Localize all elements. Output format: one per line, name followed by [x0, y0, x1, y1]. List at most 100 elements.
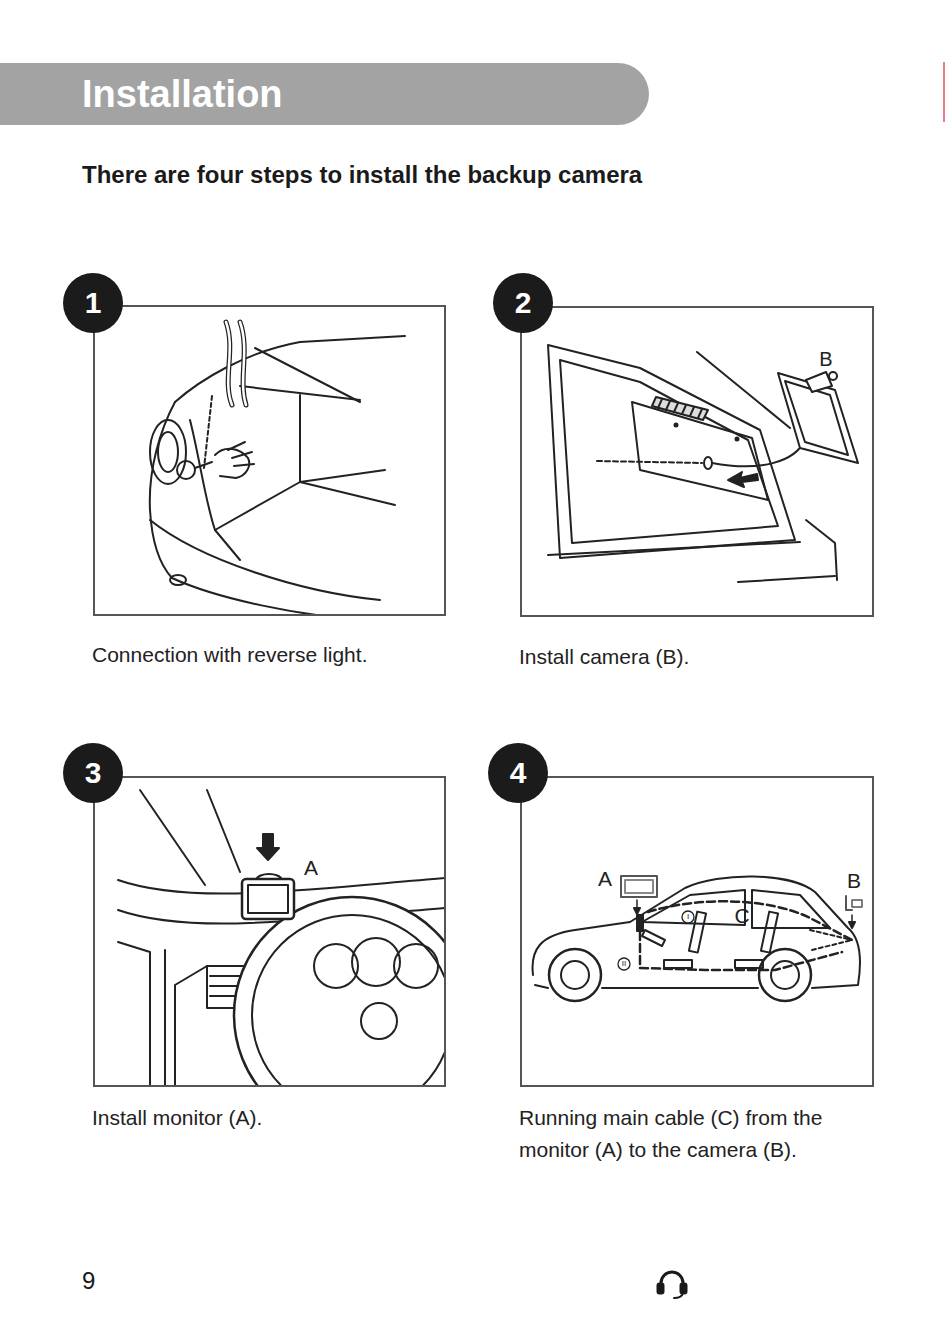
- plate-light-grille: [658, 399, 702, 418]
- bumper-lower: [172, 578, 360, 615]
- step-number: 3: [63, 743, 123, 803]
- trunk-floor-edge: [300, 482, 395, 505]
- step-number-text: 2: [515, 288, 532, 318]
- step-caption: Connection with reverse light.: [92, 639, 462, 671]
- cable-path: [597, 461, 702, 463]
- step-panel: Running main cable (C) from the monitor …: [520, 776, 874, 1087]
- steering-wheel-inner: [252, 915, 445, 1086]
- exhaust: [170, 575, 186, 585]
- marker-numeral: II: [604, 959, 644, 969]
- front-hub: [561, 961, 589, 989]
- seat-base: [664, 960, 692, 968]
- dashboard-illustration: [118, 790, 445, 1086]
- headset-ear: [681, 1284, 686, 1293]
- hand: [215, 449, 249, 478]
- door-panel: [118, 942, 150, 1086]
- part-letter: A: [291, 855, 331, 880]
- page-title: Installation: [82, 72, 283, 116]
- step-caption: Running main cable (C) from the monitor …: [519, 1102, 889, 1166]
- car-body-line: [548, 542, 800, 555]
- monitor-icon: [621, 876, 657, 897]
- bulb-socket: [177, 461, 195, 479]
- camera-cable: [712, 440, 805, 466]
- tail-light-inner: [158, 432, 178, 472]
- monitor-screen: [248, 885, 288, 913]
- cable-branch: [810, 930, 852, 950]
- tail-light: [150, 420, 186, 484]
- part-letter: B: [806, 347, 846, 371]
- license-plate-inner: [785, 381, 848, 455]
- page-number: 9: [82, 1266, 95, 1295]
- support-icon: [658, 1272, 686, 1298]
- center-console: [175, 966, 207, 1086]
- power-cable-core: [240, 322, 246, 405]
- camera-bracket: [846, 896, 852, 910]
- car-side-illustration: [532, 876, 862, 1001]
- trunk-floor: [215, 470, 385, 530]
- hidden-wire: [204, 396, 212, 468]
- lid-strut: [697, 352, 790, 428]
- horn-hub: [361, 1003, 397, 1039]
- power-cable-core: [226, 322, 232, 405]
- insert-arrow: [728, 472, 758, 487]
- edge-mark: [943, 62, 945, 122]
- trunk-lid: [548, 345, 795, 558]
- step-caption: Install monitor (A).: [92, 1102, 462, 1134]
- screw-hole: [736, 438, 739, 441]
- headset-ear: [658, 1284, 663, 1293]
- car-body-line: [738, 576, 835, 582]
- door-panel: [164, 950, 166, 1086]
- marker-numeral: I: [668, 912, 708, 922]
- car-body-line: [806, 520, 837, 580]
- license-plate: [778, 373, 858, 463]
- a-pillar: [207, 790, 240, 872]
- headset-mic: [674, 1293, 683, 1298]
- gauge: [394, 944, 438, 988]
- a-pillar: [140, 790, 205, 885]
- rear-seat: [761, 912, 778, 953]
- gauge: [352, 938, 400, 986]
- fingers: [228, 442, 254, 466]
- rear-wheel: [759, 949, 811, 1001]
- step-number: 1: [63, 273, 123, 333]
- seat-base: [735, 960, 763, 968]
- part-letter: C: [722, 903, 762, 928]
- power-cable: [226, 322, 232, 405]
- front-wheel: [549, 949, 601, 1001]
- main-cable-route: [640, 920, 842, 970]
- camera-pointer-head: [849, 922, 855, 928]
- trunk-side: [190, 420, 240, 560]
- steering-column: [642, 930, 665, 946]
- monitor: [242, 879, 294, 919]
- step-number-text: 3: [85, 758, 102, 788]
- trunk-opening: [175, 336, 405, 402]
- step-panel: Install monitor (A).: [93, 776, 446, 1087]
- camera-icon: [852, 900, 862, 907]
- monitor-plug: [637, 915, 643, 931]
- camera-body: [806, 372, 832, 392]
- title-band: [0, 63, 649, 125]
- lid-illustration: [548, 345, 858, 582]
- trunk-lid-inner: [560, 360, 778, 543]
- trunk-wall: [299, 395, 301, 482]
- step-caption: Install camera (B).: [519, 641, 889, 673]
- place-arrow: [257, 834, 279, 860]
- plate-light: [652, 397, 708, 420]
- car-body: [150, 402, 175, 578]
- step-number: 2: [493, 273, 553, 333]
- monitor-icon-screen: [625, 880, 653, 893]
- step-number-text: 4: [510, 758, 527, 788]
- step-number: 4: [488, 743, 548, 803]
- trunk-illustration: [150, 322, 405, 615]
- drill-hole: [704, 457, 712, 469]
- part-letter: B: [834, 868, 874, 893]
- monitor-pointer-head: [634, 908, 640, 914]
- screw-hole: [675, 424, 678, 427]
- main-cable-route: [648, 901, 852, 940]
- step-number-text: 1: [85, 288, 102, 318]
- subheading: There are four steps to install the back…: [82, 160, 642, 189]
- steering-wheel: [234, 897, 445, 1086]
- part-letter: A: [585, 866, 625, 891]
- camera-lens: [829, 372, 837, 380]
